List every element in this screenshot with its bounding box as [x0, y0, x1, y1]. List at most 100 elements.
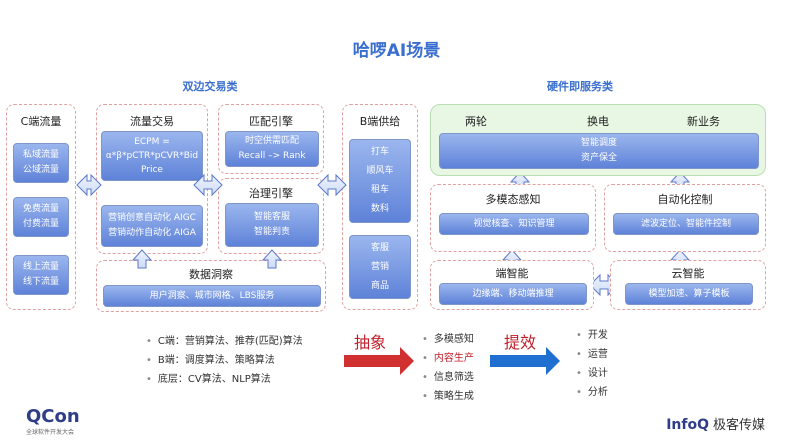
- page-title: 哈啰AI场景: [352, 41, 441, 61]
- list-item: •多模感知: [422, 334, 474, 345]
- c-traffic-box-2: 免费流量 付费流量: [13, 197, 69, 237]
- data-insight-box: 用户洞察、城市网格、LBS服务: [103, 285, 321, 307]
- hardware-business-panel: 两轮 换电 新业务 智能调度 资产保全: [430, 104, 766, 176]
- b-supply-business-box: 打车 顺风车 租车 数科: [349, 139, 411, 223]
- list-item: •设计: [576, 368, 608, 379]
- abstract-arrow-icon: [344, 347, 414, 375]
- algorithm-label: B端：调度算法、策略算法: [157, 355, 275, 366]
- double-arrow-icon: [317, 173, 347, 197]
- auto-control-box: 滤波定位、智能件控制: [613, 213, 759, 235]
- list-item: •B端：调度算法、策略算法: [146, 355, 275, 366]
- capability-label-highlight: 内容生产: [433, 353, 474, 364]
- cloud-intelligence-head: 云智能: [671, 267, 705, 280]
- infoq-logo-cn: 极客传媒: [712, 418, 765, 433]
- traffic-trade-head: 流量交易: [130, 115, 174, 128]
- b-supply-label: 营销: [370, 261, 389, 272]
- governance-box: 智能客服 智能判责: [225, 203, 319, 247]
- dispatch-asset-box: 智能调度 资产保全: [439, 133, 759, 169]
- c-traffic-label: 公域流量: [22, 165, 59, 175]
- governance-label: 智能判责: [253, 227, 290, 237]
- qcon-logo-subtitle: 全球软件开发大会: [26, 429, 75, 436]
- auto-control-panel: 自动化控制 滤波定位、智能件控制: [604, 184, 766, 252]
- c-traffic-box-3: 线上流量 线下流量: [13, 255, 69, 295]
- list-item: •分析: [576, 387, 608, 398]
- matching-label: 时空供需匹配: [244, 136, 299, 146]
- list-item: •底层：CV算法、NLP算法: [146, 374, 271, 385]
- marketing-aigc-label: 营销创意自动化 AIGC: [108, 213, 196, 223]
- list-item: •内容生产: [422, 353, 474, 364]
- outcome-label: 开发: [587, 330, 608, 341]
- c-traffic-label: 线下流量: [22, 277, 59, 287]
- c-traffic-label: 免费流量: [22, 204, 59, 214]
- up-arrow-icon: [131, 249, 153, 269]
- cloud-intelligence-box: 模型加速、算子模板: [625, 283, 753, 305]
- c-traffic-label: 付费流量: [22, 219, 59, 229]
- multimodal-perception-box: 视觉核查、知识管理: [439, 213, 589, 235]
- auto-control-head: 自动化控制: [657, 193, 713, 206]
- b-supply-label: 租车: [370, 185, 389, 195]
- traffic-trade-panel: 流量交易 ECPM = α*β*pCTR*pCVR*Bid Price 营销创意…: [96, 104, 208, 254]
- algorithm-list: •C端：营销算法、推荐(匹配)算法 •B端：调度算法、策略算法 •底层：CV算法…: [146, 332, 303, 389]
- abstract-label: 抽象: [354, 333, 387, 352]
- efficiency-label: 提效: [504, 333, 537, 352]
- right-section-title: 硬件即服务类: [547, 80, 613, 93]
- list-item: •策略生成: [422, 391, 474, 402]
- ecpm-formula-box: ECPM = α*β*pCTR*pCVR*Bid Price: [101, 131, 203, 181]
- capability-label: 信息筛选: [433, 372, 474, 383]
- matching-engine-panel: 匹配引擎 时空供需匹配 Recall –> Rank: [218, 104, 324, 174]
- cloud-intelligence-panel: 云智能 模型加速、算子模板: [610, 260, 766, 310]
- qcon-logo: QCon 全球软件开发大会: [26, 406, 80, 436]
- list-item: •信息筛选: [422, 372, 474, 383]
- business-label-new-business: 新业务: [687, 115, 720, 128]
- edge-intelligence-panel: 端智能 边缘端、移动端推理: [430, 260, 594, 310]
- outcome-label: 运营: [587, 349, 608, 360]
- b-supply-label: 商品: [370, 280, 389, 291]
- b-supply-label: 顺风车: [366, 166, 394, 176]
- capability-label: 多模感知: [433, 334, 474, 345]
- matching-label: Recall –> Rank: [238, 151, 306, 161]
- outcome-label: 设计: [587, 368, 608, 379]
- algorithm-label: 底层：CV算法、NLP算法: [157, 374, 271, 385]
- capability-label: 策略生成: [433, 391, 474, 402]
- data-insight-head: 数据洞察: [189, 268, 233, 281]
- data-insight-panel: 数据洞察 用户洞察、城市网格、LBS服务: [96, 260, 326, 312]
- list-item: •C端：营销算法、推荐(匹配)算法: [146, 336, 303, 347]
- c-traffic-label: 线上流量: [22, 262, 59, 272]
- up-arrow-icon: [261, 249, 283, 269]
- marketing-automation-box: 营销创意自动化 AIGC 营销动作自动化 AIGA: [101, 205, 203, 247]
- multimodal-perception-panel: 多模态感知 视觉核查、知识管理: [430, 184, 596, 252]
- left-section-title: 双边交易类: [182, 80, 238, 93]
- marketing-aiga-label: 营销动作自动化 AIGA: [108, 228, 196, 238]
- c-traffic-head: C端流量: [20, 115, 62, 128]
- b-supply-head: B端供给: [359, 115, 401, 128]
- list-item: •开发: [576, 330, 608, 341]
- dispatch-label: 智能调度: [580, 138, 617, 148]
- b-supply-label: 打车: [370, 147, 389, 157]
- algorithm-label: C端：营销算法、推荐(匹配)算法: [157, 336, 303, 347]
- governance-label: 智能客服: [253, 212, 290, 222]
- double-arrow-icon: [76, 173, 102, 197]
- outcome-list: •开发 •运营 •设计 •分析: [576, 326, 608, 402]
- b-supply-label: 数科: [370, 204, 389, 214]
- business-label-battery-swap: 换电: [587, 115, 609, 128]
- double-arrow-icon: [193, 173, 223, 197]
- c-traffic-panel: C端流量 私域流量 公域流量 免费流量 付费流量 线上流量 线下流量: [6, 104, 76, 310]
- b-supply-panel: B端供给 打车 顺风车 租车 数科 客服 营销 商品: [342, 104, 418, 310]
- infoq-logo-text: InfoQ: [666, 417, 709, 433]
- outcome-label: 分析: [587, 387, 608, 398]
- matching-box: 时空供需匹配 Recall –> Rank: [225, 131, 319, 167]
- business-label-two-wheel: 两轮: [465, 115, 487, 128]
- qcon-logo-text: QCon: [26, 406, 80, 427]
- edge-intelligence-head: 端智能: [495, 267, 529, 280]
- list-item: •运营: [576, 349, 608, 360]
- asset-protection-label: 资产保全: [580, 153, 617, 163]
- governance-engine-head: 治理引擎: [249, 187, 293, 200]
- c-traffic-box-1: 私域流量 公域流量: [13, 143, 69, 183]
- capability-list: •多模感知 •内容生产 •信息筛选 •策略生成: [422, 330, 474, 406]
- multimodal-perception-head: 多模态感知: [485, 193, 541, 206]
- b-supply-service-box: 客服 营销 商品: [349, 235, 411, 299]
- governance-engine-panel: 治理引擎 智能客服 智能判责: [218, 178, 324, 254]
- efficiency-arrow-icon: [490, 347, 560, 375]
- matching-engine-head: 匹配引擎: [249, 115, 293, 128]
